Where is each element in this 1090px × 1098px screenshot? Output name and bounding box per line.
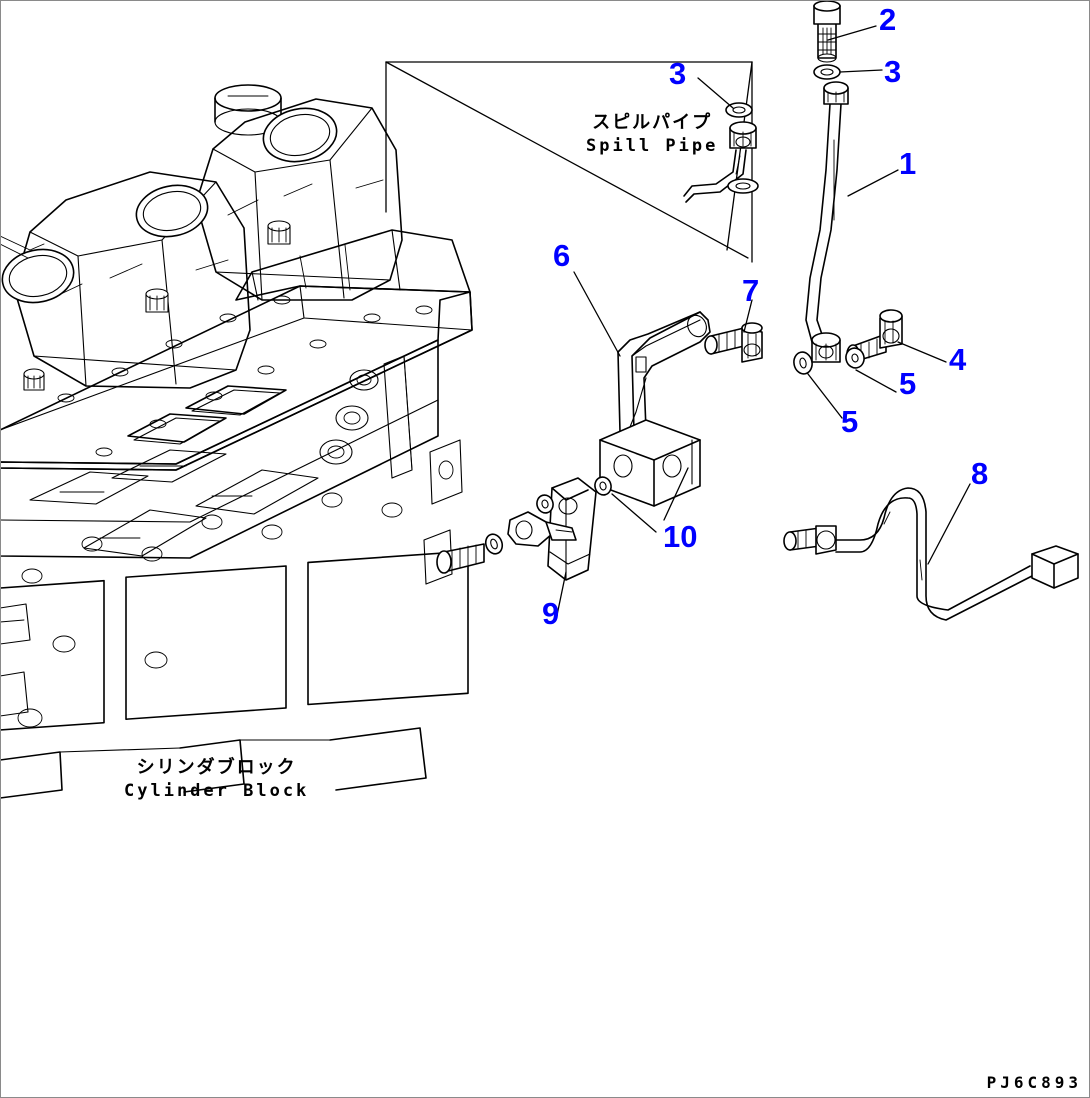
callout-8: 8	[971, 456, 989, 491]
part-8-hose	[783, 487, 1079, 621]
cover-nut	[23, 368, 45, 391]
banjo-eye-lower	[811, 332, 841, 363]
part-6-bracket	[617, 311, 711, 433]
engine-rocker-covers	[0, 84, 403, 391]
projection-leader-lines	[385, 61, 753, 263]
cover-nut	[145, 288, 169, 313]
label-spill-pipe: スピルパイプ Spill Pipe	[586, 112, 718, 157]
part-5-washer-right	[845, 347, 865, 369]
callout-10: 10	[663, 519, 698, 554]
part-2-bolt	[813, 0, 841, 63]
part-1-spill-pipe	[805, 81, 849, 363]
label-cylinder-block-en: Cylinder Block	[124, 780, 310, 801]
label-spill-pipe-en: Spill Pipe	[586, 135, 719, 156]
callout-leaders	[555, 25, 971, 621]
callout-5-center: 5	[841, 404, 859, 439]
callout-2: 2	[879, 2, 897, 37]
callout-9: 9	[542, 596, 560, 631]
callout-4: 4	[949, 342, 967, 377]
callout-7: 7	[742, 273, 760, 308]
label-cylinder-block-jp: シリンダブロック	[136, 757, 297, 778]
part-3-washer-left	[725, 102, 753, 118]
part-10-valve-block	[599, 419, 701, 507]
assembly-hardware-left	[436, 476, 612, 574]
callout-5: 5	[899, 366, 917, 401]
callout-3-right: 3	[884, 54, 902, 89]
callout-1: 1	[899, 146, 917, 181]
part-5-washer-center	[793, 351, 813, 375]
spill-pipe-assembly	[683, 121, 759, 203]
label-cylinder-block: シリンダブロック Cylinder Block	[124, 757, 309, 802]
label-spill-pipe-jp: スピルパイプ	[592, 112, 713, 133]
part-3-washer-right	[813, 64, 841, 80]
part-7-bolt	[704, 322, 763, 363]
callout-6: 6	[553, 238, 571, 273]
cylinder-block-body	[0, 229, 473, 799]
callout-3: 3	[669, 56, 687, 91]
part-code: PJ6C893	[986, 1073, 1082, 1092]
cover-nut	[267, 220, 291, 245]
